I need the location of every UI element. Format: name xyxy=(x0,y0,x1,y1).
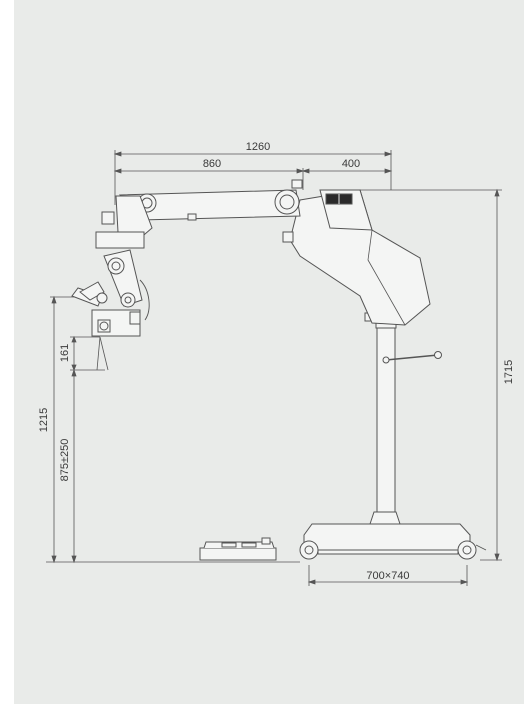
label-optic-offset: 161 xyxy=(59,344,71,362)
dimension-line-875 xyxy=(70,368,105,564)
label-base-size: 700×740 xyxy=(366,570,409,582)
dimension-line-1260 xyxy=(113,150,393,205)
label-arm-length: 860 xyxy=(203,158,221,170)
label-working-height: 875±250 xyxy=(59,439,71,482)
dimension-line-860-400 xyxy=(113,168,393,190)
dimension-line-1215 xyxy=(50,295,78,564)
label-head-offset: 400 xyxy=(342,158,360,170)
label-max-optic-height: 1215 xyxy=(38,408,50,432)
foot-switch xyxy=(199,537,277,561)
label-total-reach: 1260 xyxy=(246,141,270,153)
label-total-height: 1715 xyxy=(503,360,515,384)
microscope-stand xyxy=(71,179,487,560)
dimension-line-161 xyxy=(70,335,109,372)
dimension-line-base xyxy=(307,565,469,586)
drawing-panel xyxy=(14,0,524,704)
dimension-line-1715 xyxy=(360,188,502,562)
